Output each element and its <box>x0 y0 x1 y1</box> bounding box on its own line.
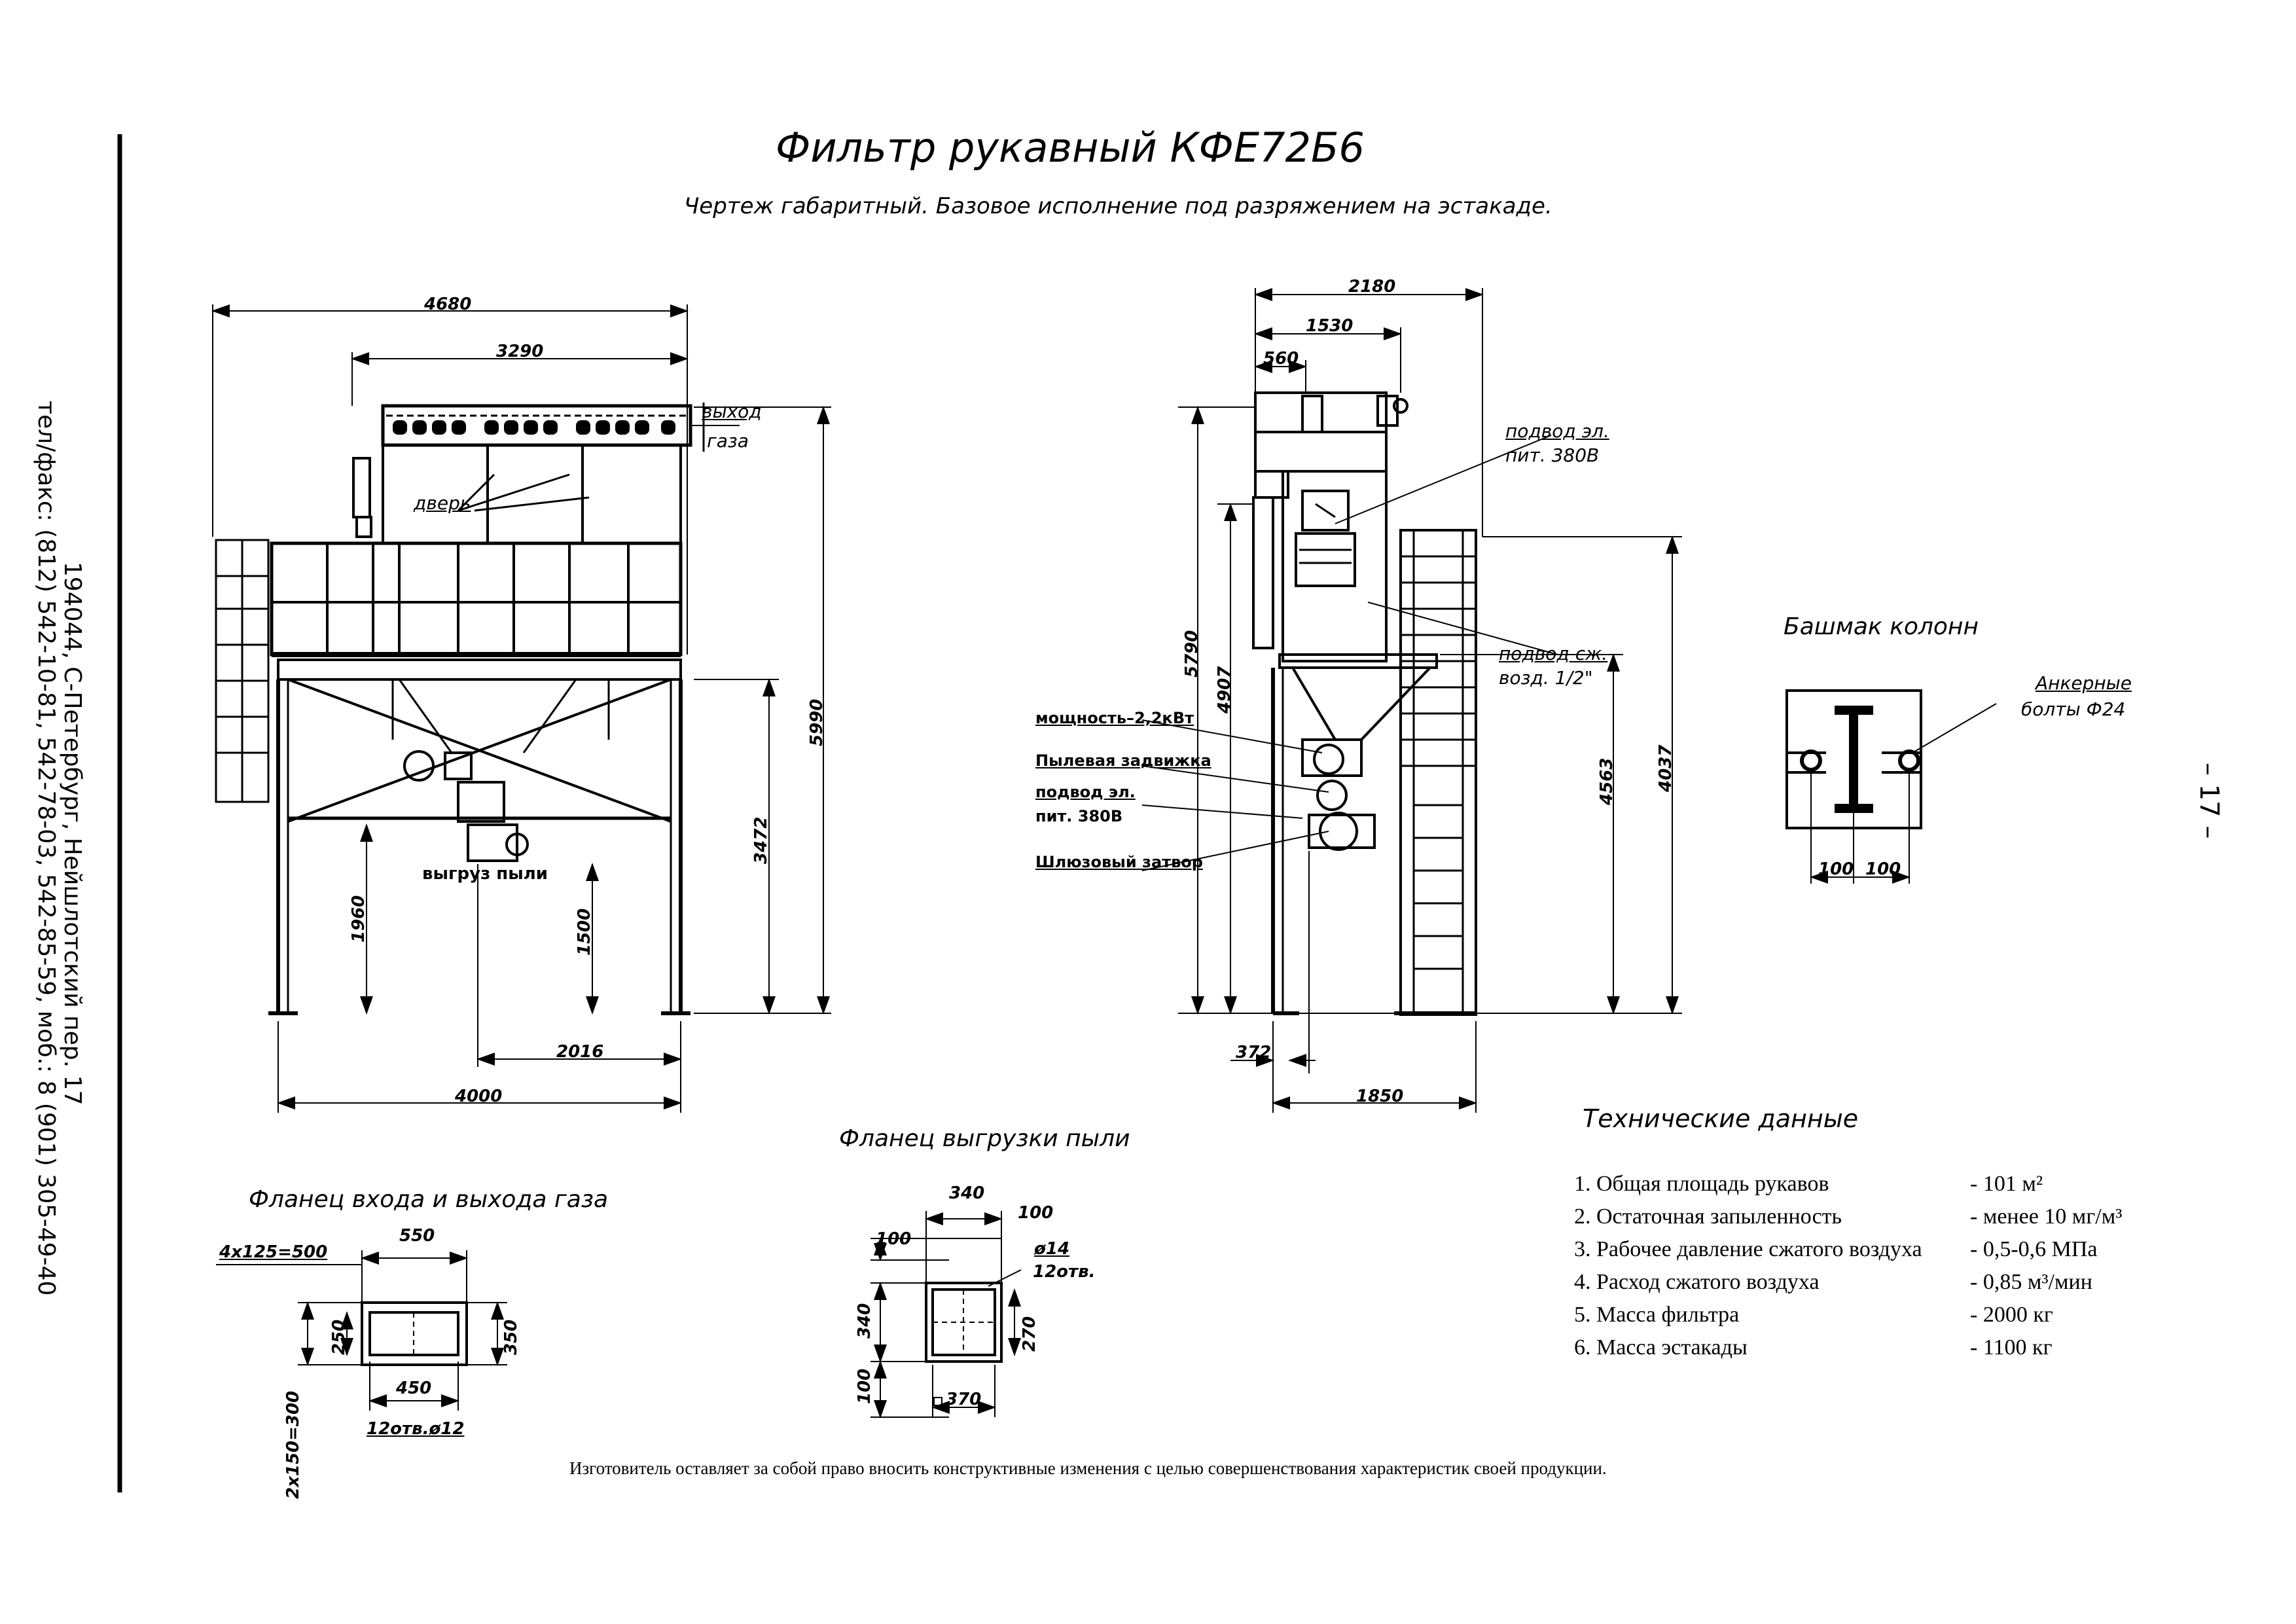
column-shoe <box>1785 689 1997 884</box>
dim-5790: 5790 <box>1182 630 1202 677</box>
footer-note: Изготовитель оставляет за собой право вн… <box>569 1458 1607 1478</box>
dim-dust-100b: 100 <box>876 1229 912 1249</box>
dim-dust-270: 270 <box>1020 1316 1039 1352</box>
contact-phones: тел/факс: (812) 542-10-81, 542-78-03, 54… <box>33 401 60 1296</box>
tech-row-label: 6. Масса эстакады <box>1574 1335 1748 1360</box>
label-power-1: подвод эл. <box>1505 420 1609 442</box>
dim-2016: 2016 <box>556 1042 604 1062</box>
dim-1850: 1850 <box>1356 1087 1404 1106</box>
dim-1530: 1530 <box>1306 316 1354 336</box>
tech-data-title: Технические данные <box>1583 1104 1859 1133</box>
label-motor: мощность–2,2кВт <box>1035 709 1194 727</box>
label-door: дверь <box>414 492 471 514</box>
label-power2-2: пит. 380В <box>1035 807 1123 825</box>
tech-row-label: 1. Общая площадь рукавов <box>1574 1172 1829 1196</box>
tech-row-value: - 1100 кг <box>1970 1335 2053 1360</box>
front-view <box>211 304 831 1113</box>
tech-row-value: - менее 10 мг/м³ <box>1970 1204 2123 1229</box>
label-dust-out: выгруз пыли <box>422 864 548 884</box>
dust-flange-title: Фланец выгрузки пыли <box>839 1125 1130 1152</box>
label-bolts-1: Анкерные <box>2036 672 2132 694</box>
dim-dust-340: 340 <box>949 1183 985 1203</box>
tech-row: 2. Остаточная запыленность - менее 10 мг/… <box>1574 1204 2122 1237</box>
label-bolts-2: болты Ф24 <box>2021 698 2126 720</box>
gas-flange-title: Фланец входа и выхода газа <box>249 1186 609 1213</box>
dim-3472: 3472 <box>751 816 771 864</box>
tech-row-label: 4. Расход сжатого воздуха <box>1574 1270 1820 1294</box>
page-title: Фильтр рукавный КФЕ72Б6 <box>776 124 1365 171</box>
dim-2180: 2180 <box>1348 277 1396 297</box>
dim-3290: 3290 <box>496 342 544 361</box>
label-power-2: пит. 380В <box>1505 444 1600 466</box>
column-shoe-title: Башмак колонн <box>1784 613 1979 640</box>
dim-4000: 4000 <box>455 1087 503 1106</box>
tech-row-label: 3. Рабочее давление сжатого воздуха <box>1574 1237 1922 1261</box>
label-lock: Шлюзовый затвор <box>1035 853 1203 871</box>
dim-dust-d14: ø14 <box>1034 1239 1070 1259</box>
tech-row-value: - 0,5-0,6 МПа <box>1970 1237 2098 1261</box>
dim-4563: 4563 <box>1597 757 1617 805</box>
label-gas-out-1: выход <box>702 401 762 422</box>
contact-address: 194044, С-Петербург, Нейшлотский пер. 17 <box>59 562 86 1106</box>
page-subtitle: Чертеж габаритный. Базовое исполнение по… <box>684 193 1552 219</box>
label-gate: Пылевая задвижка <box>1035 751 1211 770</box>
dust-flange-drawing <box>870 1211 1022 1418</box>
tech-row-value: - 101 м² <box>1970 1172 2043 1196</box>
label-air-2: возд. 1/2" <box>1499 667 1593 689</box>
tech-row: 4. Расход сжатого воздуха - 0,85 м³/мин <box>1574 1270 2122 1303</box>
tech-row: 6. Масса эстакады - 1100 кг <box>1574 1335 2122 1368</box>
dim-350: 350 <box>501 1319 521 1355</box>
label-air-1: подвод сж. <box>1499 643 1608 664</box>
dim-dust-100c: 100 <box>855 1368 874 1404</box>
tech-row-label: 2. Остаточная запыленность <box>1574 1204 1842 1229</box>
dim-250: 250 <box>329 1319 349 1355</box>
dust-flange-holes: 12отв. <box>1033 1262 1096 1282</box>
dim-5990: 5990 <box>807 698 827 746</box>
dim-4907: 4907 <box>1215 666 1234 713</box>
dim-shoe-100b: 100 <box>1865 859 1901 879</box>
label-gas-out-2: газа <box>707 430 749 452</box>
dim-dust-340v: 340 <box>855 1303 874 1339</box>
dim-550: 550 <box>399 1226 435 1246</box>
dim-shoe-100a: 100 <box>1818 859 1854 879</box>
gas-flange-holes: 12отв.ø12 <box>367 1419 465 1439</box>
dim-4037: 4037 <box>1656 744 1676 792</box>
dim-2x150: 2х150=300 <box>283 1390 303 1499</box>
dim-4x125: 4х125=500 <box>219 1242 328 1262</box>
tech-data-table: 1. Общая площадь рукавов - 101 м² 2. Оста… <box>1574 1172 2122 1368</box>
label-power2-1: подвод эл. <box>1035 783 1136 801</box>
dim-1500: 1500 <box>575 908 594 956</box>
tech-row-label: 5. Масса фильтра <box>1574 1303 1740 1327</box>
side-view <box>1141 288 1682 1113</box>
dim-560: 560 <box>1263 349 1299 369</box>
tech-row-value: - 2000 кг <box>1970 1303 2053 1327</box>
page-number: – 17 – <box>2194 763 2224 839</box>
tech-row-value: - 0,85 м³/мин <box>1970 1270 2092 1294</box>
gas-flange-drawing <box>216 1250 507 1411</box>
dim-1960: 1960 <box>349 895 368 943</box>
dim-dust-100a: 100 <box>1018 1203 1054 1223</box>
tech-row: 1. Общая площадь рукавов - 101 м² <box>1574 1172 2122 1204</box>
tech-row: 5. Масса фильтра - 2000 кг <box>1574 1303 2122 1335</box>
dim-450: 450 <box>396 1379 432 1398</box>
dim-372: 372 <box>1236 1043 1272 1062</box>
tech-row: 3. Рабочее давление сжатого воздуха - 0,5… <box>1574 1237 2122 1270</box>
dim-dust-370: 370 <box>946 1390 982 1409</box>
dim-4680: 4680 <box>424 295 472 314</box>
